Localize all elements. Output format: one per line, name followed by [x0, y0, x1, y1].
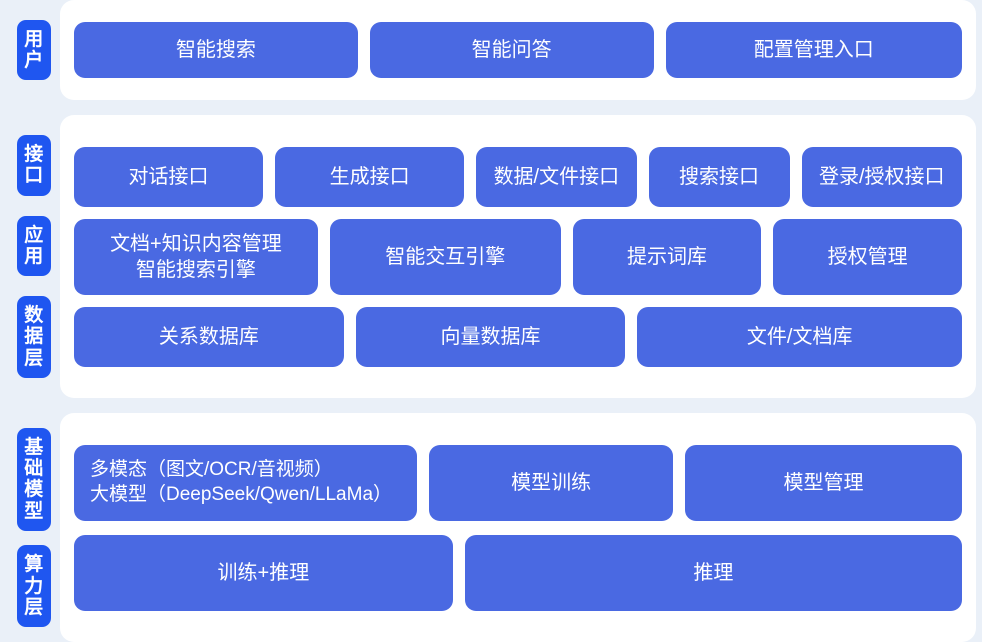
rail-tab-char: 算 [24, 554, 44, 576]
row-user-entries: 智能搜索 智能问答 配置管理入口 [74, 22, 963, 78]
rail-middle: 接 口 应 用 数 据 层 [0, 115, 60, 398]
row-model-capabilities: 多模态（图文/OCR/音视频） 大模型（DeepSeek/Qwen/LLaMa）… [74, 444, 962, 521]
rail-tab-char: 层 [24, 347, 44, 369]
rail-tab-char: 数 [24, 305, 44, 327]
box-intelligent-interaction-engine[interactable]: 智能交互引擎 [329, 218, 561, 295]
rail-tab-char: 接 [24, 144, 44, 166]
box-config-management-entry[interactable]: 配置管理入口 [665, 22, 963, 78]
rail-tab-compute-layer[interactable]: 算 力 层 [17, 545, 51, 628]
rail-tab-user[interactable]: 用 户 [17, 19, 51, 81]
rail-tab-char: 力 [24, 575, 44, 597]
rail-tab-char: 用 [24, 245, 44, 267]
box-intelligent-qa[interactable]: 智能问答 [369, 22, 654, 78]
box-model-management[interactable]: 模型管理 [684, 444, 962, 521]
rail-base: 基 础 模 型 算 力 层 [0, 413, 60, 642]
rail-tab-char: 应 [24, 224, 44, 246]
row-compute-resources: 训练+推理 推理 [74, 534, 962, 611]
panel-base: 多模态（图文/OCR/音视频） 大模型（DeepSeek/Qwen/LLaMa）… [60, 413, 976, 642]
rail-tab-char: 层 [24, 597, 44, 618]
row-data-stores: 关系数据库 向量数据库 文件/文档库 [74, 306, 962, 367]
rail-tab-char: 基 [24, 436, 44, 458]
rail-tab-char: 口 [24, 165, 44, 187]
box-generation-api[interactable]: 生成接口 [275, 146, 465, 207]
rail-tab-base-model[interactable]: 基 础 模 型 [17, 427, 51, 531]
section-base: 基 础 模 型 算 力 层 多模态（图文/OCR/音视频） 大模型（DeepSe… [0, 413, 982, 642]
panel-middle: 对话接口 生成接口 数据/文件接口 搜索接口 登录/授权接口 文档+知识内容管理… [60, 115, 976, 398]
section-middle: 接 口 应 用 数 据 层 对话接口 生成接口 数据/文件接口 搜索接口 登录/… [0, 115, 982, 398]
panel-user: 智能搜索 智能问答 配置管理入口 [60, 0, 976, 100]
box-prompt-library[interactable]: 提示词库 [572, 218, 762, 295]
box-multimodal-large-model[interactable]: 多模态（图文/OCR/音视频） 大模型（DeepSeek/Qwen/LLaMa） [74, 444, 418, 521]
rail-tab-char: 型 [24, 500, 44, 522]
box-intelligent-search[interactable]: 智能搜索 [74, 22, 358, 78]
row-interface-apis: 对话接口 生成接口 数据/文件接口 搜索接口 登录/授权接口 [74, 146, 962, 207]
box-login-auth-api[interactable]: 登录/授权接口 [801, 146, 962, 207]
box-inference[interactable]: 推理 [464, 534, 962, 611]
rail-user: 用 户 [0, 0, 60, 100]
rail-tab-char: 础 [24, 457, 44, 479]
box-vector-database[interactable]: 向量数据库 [355, 306, 626, 367]
box-training-inference[interactable]: 训练+推理 [74, 534, 453, 611]
rail-tab-char: 用 [24, 28, 44, 50]
box-document-knowledge-management[interactable]: 文档+知识内容管理 智能搜索引擎 [74, 218, 318, 295]
box-data-file-api[interactable]: 数据/文件接口 [476, 146, 637, 207]
rail-tab-interface[interactable]: 接 口 [17, 135, 51, 196]
rail-tab-application[interactable]: 应 用 [17, 215, 51, 277]
rail-tab-char: 户 [24, 50, 44, 71]
section-user: 用 户 智能搜索 智能问答 配置管理入口 [0, 0, 982, 100]
box-dialog-api[interactable]: 对话接口 [74, 146, 264, 207]
box-model-training[interactable]: 模型训练 [429, 444, 673, 521]
rail-tab-char: 据 [24, 326, 44, 348]
rail-tab-data-layer[interactable]: 数 据 层 [17, 296, 51, 378]
box-relational-database[interactable]: 关系数据库 [74, 306, 344, 367]
box-file-document-store[interactable]: 文件/文档库 [637, 306, 962, 367]
rail-tab-char: 模 [24, 479, 44, 501]
box-authorization-management[interactable]: 授权管理 [773, 218, 962, 295]
box-search-api[interactable]: 搜索接口 [648, 146, 790, 207]
row-application-modules: 文档+知识内容管理 智能搜索引擎 智能交互引擎 提示词库 授权管理 [74, 218, 962, 295]
